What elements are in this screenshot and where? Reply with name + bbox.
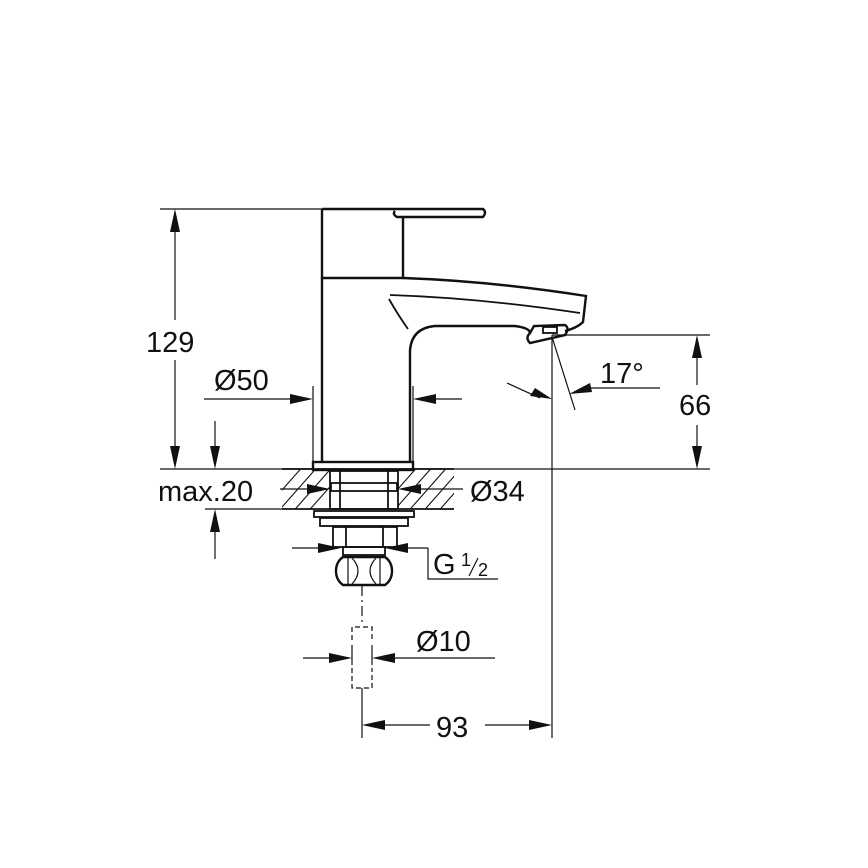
thread-denominator-label: 2 <box>478 560 488 580</box>
spout-height-label: 66 <box>679 390 711 422</box>
spout-projection-label: 93 <box>436 712 468 744</box>
dimension-spout-height: 66 <box>552 334 711 469</box>
height-label: 129 <box>146 327 194 359</box>
dimension-hole-diameter: Ø34 <box>280 476 525 508</box>
deck-thickness-label: max.20 <box>158 476 253 508</box>
dimension-height-129: 129 <box>146 208 322 469</box>
hole-diameter-label: Ø34 <box>470 476 525 508</box>
thread-numerator-label: 1 <box>461 550 471 570</box>
dimension-body-diameter: Ø50 <box>204 365 462 462</box>
dimension-spout-projection: 93 <box>362 712 552 744</box>
dimension-thread-size: G 1 2 <box>292 543 498 581</box>
spout-angle-label: 17° <box>600 358 644 390</box>
supply-diameter-label: Ø10 <box>416 626 471 658</box>
dimension-deck-thickness: max.20 <box>158 421 253 559</box>
thread-letter-label: G <box>433 549 456 581</box>
dimension-spout-angle: 17° <box>506 335 660 738</box>
dimension-supply-diameter: Ø10 <box>303 626 495 663</box>
tap-body <box>311 207 588 472</box>
body-diameter-label: Ø50 <box>214 365 269 397</box>
deck-and-fixings <box>160 468 710 738</box>
